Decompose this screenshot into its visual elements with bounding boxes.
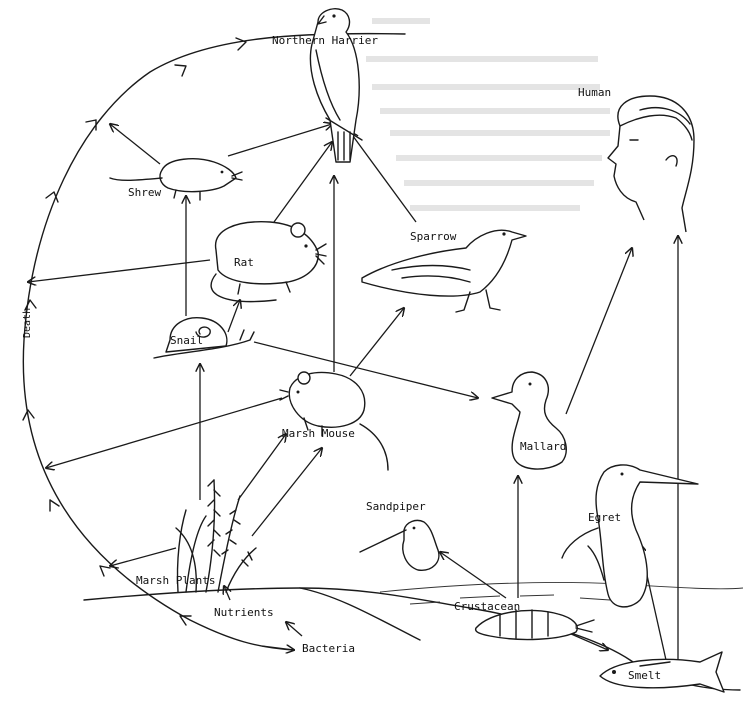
label-bacteria: Bacteria: [302, 642, 355, 655]
label-smelt: Smelt: [628, 669, 661, 682]
label-rat: Rat: [234, 256, 254, 269]
rat-drawing: [211, 222, 326, 302]
arrow-mouse-death: [46, 398, 282, 468]
sandpiper-drawing: [360, 520, 439, 570]
arrow-plants-mouse: [238, 434, 286, 500]
smelt-drawing: [600, 652, 724, 692]
arrow-sparrow-harrier: [350, 132, 416, 222]
human-drawing: [608, 96, 694, 232]
arrow-rat-death: [28, 260, 210, 282]
arrow-snail-mallard: [254, 342, 478, 398]
arrow-mallard-human: [566, 248, 632, 414]
label-shrew: Shrew: [128, 186, 161, 199]
northern-harrier-drawing: [310, 9, 362, 162]
arrow-shrew-harrier: [228, 124, 332, 156]
mallard-drawing: [492, 372, 566, 469]
background-bleed-text: [366, 18, 610, 211]
label-egret: Egret: [588, 511, 621, 524]
label-death: Death: [22, 308, 33, 338]
marsh-mouse-drawing: [280, 372, 388, 470]
label-snail: Snail: [170, 334, 203, 347]
arrow-bacteria-nutrients: [286, 622, 302, 636]
arrow-plants-mouse-2: [252, 448, 322, 536]
label-sandpiper: Sandpiper: [366, 500, 426, 513]
label-human: Human: [578, 86, 611, 99]
snail-drawing: [154, 318, 254, 358]
label-northern-harrier: Northern Harrier: [272, 34, 378, 47]
label-marsh-mouse: Marsh Mouse: [282, 427, 355, 440]
label-mallard: Mallard: [520, 440, 566, 453]
label-crustacean: Crustacean: [454, 600, 520, 613]
arrow-plants-death: [110, 548, 176, 566]
arrow-mouse-sparrow: [350, 308, 404, 376]
label-sparrow: Sparrow: [410, 230, 457, 243]
arrow-crustacean-sandpiper: [440, 552, 506, 598]
label-nutrients: Nutrients: [214, 606, 274, 619]
arrow-shrew-death: [110, 124, 160, 164]
label-marsh-plants: Marsh Plants: [136, 574, 215, 587]
arrow-snail-rat: [228, 300, 240, 332]
arrow-rat-harrier: [274, 142, 332, 222]
